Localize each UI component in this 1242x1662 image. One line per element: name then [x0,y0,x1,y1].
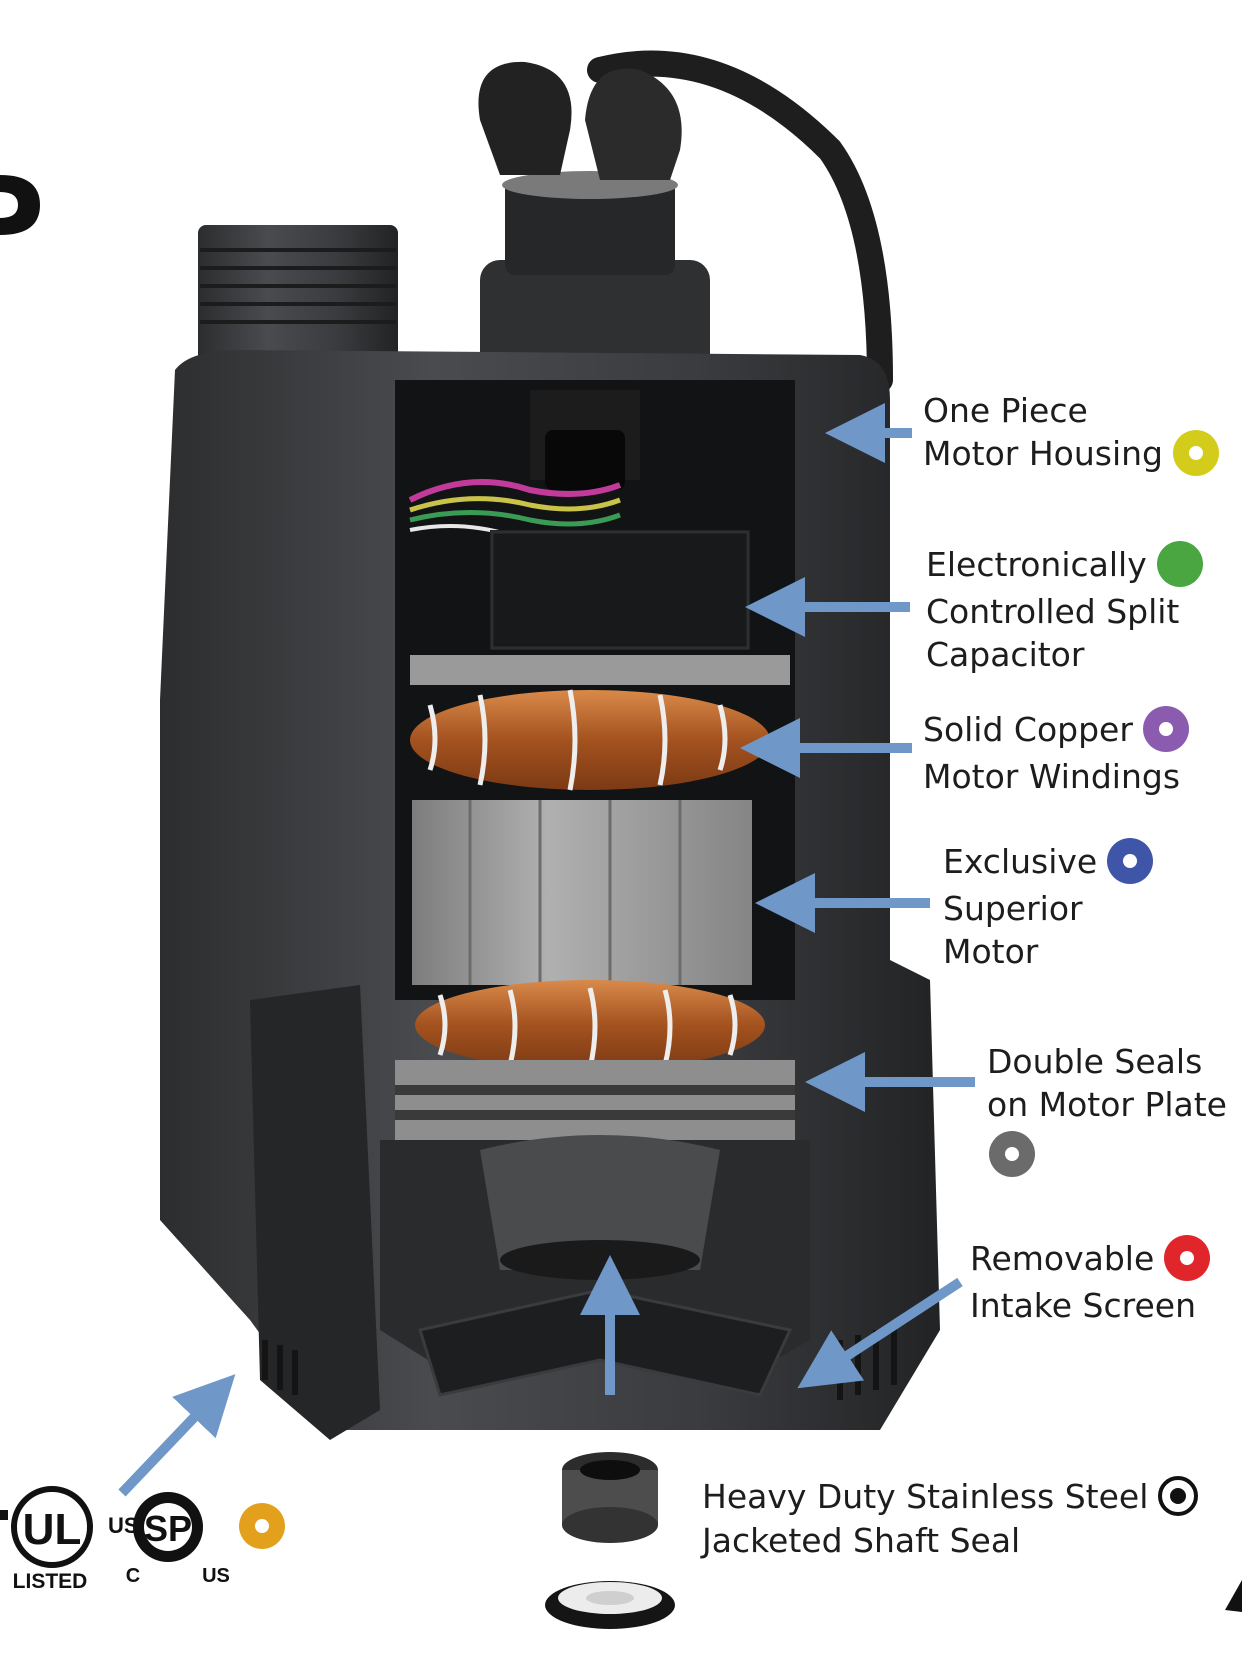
red-dot-icon [1164,1234,1211,1281]
callout-shaft-seal: Heavy Duty Stainless Steel Jacketed Shaf… [702,1475,1199,1562]
callout-line: Superior [943,888,1083,928]
callout-motor: Exclusive Superior Motor [943,837,1154,973]
csa-us-label: US [202,1565,230,1587]
callout-line: Motor Windings [923,756,1181,796]
arrow-certification [118,1374,236,1497]
green-dot-icon [1156,540,1203,587]
callout-line: on Motor Plate [987,1085,1227,1124]
gray-dot-icon [989,1130,1035,1177]
shaft-seal-part [545,1452,675,1629]
callout-windings: Solid Copper Motor Windings [923,705,1189,798]
callout-line: Solid Copper [923,710,1133,749]
yellow-dot-icon [1173,429,1219,476]
callout-line: Motor Housing [923,434,1163,473]
ul-listed-logo: UL US LISTED [0,1486,139,1593]
arrow-intake-screen [797,1277,963,1389]
csa-logo: SP C US [126,1492,230,1587]
target-ring-icon [1158,1475,1199,1516]
callout-line: Capacitor [926,634,1085,674]
purple-dot-icon [1142,705,1189,752]
certification-dot [239,1503,285,1549]
callout-line: Electronically [926,545,1147,584]
callout-line: Heavy Duty Stainless Steel [702,1477,1149,1516]
ul-listed-label: LISTED [13,1570,88,1593]
callout-intake-screen: Removable Intake Screen [970,1234,1211,1327]
csa-mark: SP [144,1508,192,1549]
callout-line: Motor [943,931,1039,971]
callout-line: Intake Screen [970,1285,1196,1325]
callout-line: Removable [970,1239,1155,1278]
ul-mark: UL [23,1505,82,1554]
callout-line: Exclusive [943,842,1098,881]
blue-dot-icon [1107,837,1154,884]
callout-line: One Piece [923,391,1088,430]
callout-capacitor: Electronically Controlled Split Capacito… [926,540,1203,676]
csa-c-label: C [126,1565,140,1587]
callout-line: Double Seals [987,1042,1203,1081]
callout-line: Controlled Split [926,591,1180,631]
callout-motor-housing: One Piece Motor Housing [923,389,1219,479]
callout-seals: Double Seals on Motor Plate [987,1040,1227,1177]
callout-line: Jacketed Shaft Seal [702,1520,1021,1560]
